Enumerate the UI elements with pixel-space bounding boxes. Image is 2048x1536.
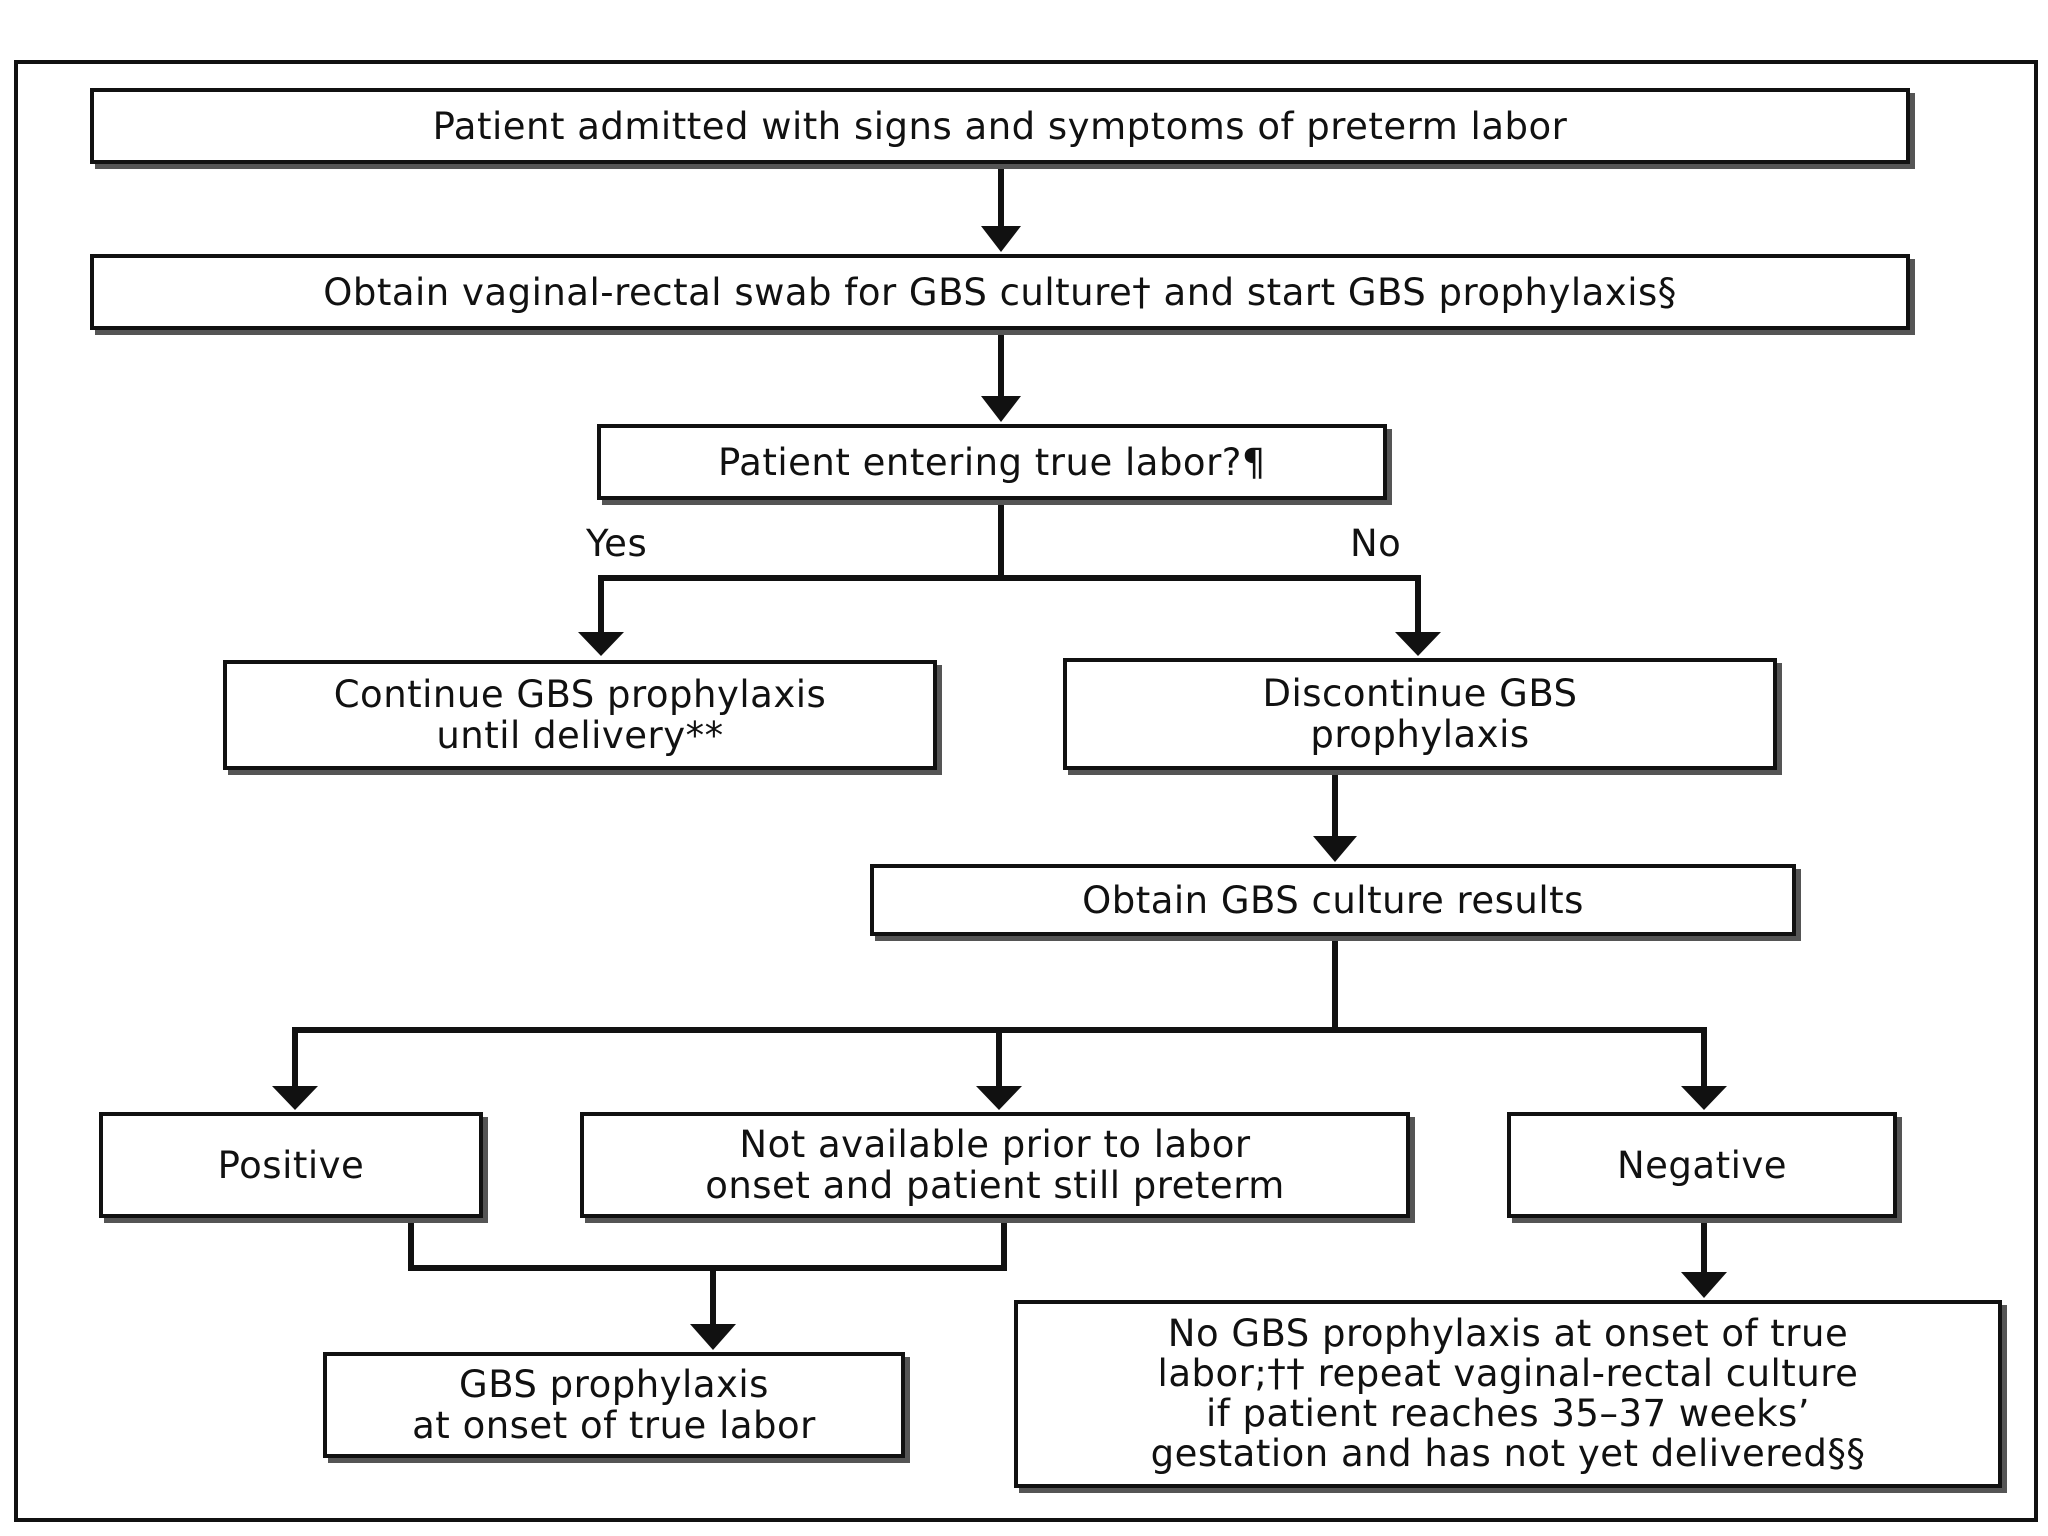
node-not-available-line1: Not available prior to labor xyxy=(739,1123,1251,1166)
node-continue-line2: until delivery** xyxy=(436,714,724,757)
node-no-prophylaxis: No GBS prophylaxis at onset of true labo… xyxy=(1014,1300,2002,1488)
arrowhead xyxy=(976,1086,1022,1110)
edge-label-yes: Yes xyxy=(586,522,648,565)
node-discontinue-line2: prophylaxis xyxy=(1310,713,1530,756)
node-culture-results-text: Obtain GBS culture results xyxy=(1082,878,1584,922)
node-admitted-text: Patient admitted with signs and symptoms… xyxy=(432,104,1568,148)
arrowhead xyxy=(578,632,624,656)
node-not-available: Not available prior to labor onset and p… xyxy=(580,1112,1410,1218)
node-prophylaxis-onset: GBS prophylaxis at onset of true labor xyxy=(323,1352,905,1458)
edge-label-no: No xyxy=(1350,522,1402,565)
node-prophylaxis-onset-line2: at onset of true labor xyxy=(412,1404,816,1447)
arrowhead xyxy=(1313,836,1357,862)
node-no-prophylaxis-line4: gestation and has not yet delivered§§ xyxy=(1150,1432,1866,1475)
arrowhead xyxy=(1681,1272,1727,1298)
arrowhead xyxy=(1395,632,1441,656)
node-no-prophylaxis-line2: labor;†† repeat vaginal-rectal culture xyxy=(1157,1352,1859,1395)
node-positive-text: Positive xyxy=(217,1143,365,1187)
node-swab: Obtain vaginal-rectal swab for GBS cultu… xyxy=(90,254,1910,330)
node-no-prophylaxis-line1: No GBS prophylaxis at onset of true xyxy=(1167,1312,1849,1355)
arrowhead xyxy=(690,1324,736,1350)
node-continue-line1: Continue GBS prophylaxis xyxy=(333,673,827,716)
arrowhead xyxy=(1681,1086,1727,1110)
node-culture-results: Obtain GBS culture results xyxy=(870,864,1796,936)
node-swab-text: Obtain vaginal-rectal swab for GBS cultu… xyxy=(323,270,1677,314)
arrowhead xyxy=(981,396,1021,422)
node-prophylaxis-onset-line1: GBS prophylaxis xyxy=(459,1363,769,1406)
node-positive: Positive xyxy=(99,1112,483,1218)
node-no-prophylaxis-line3: if patient reaches 35–37 weeks’ xyxy=(1205,1392,1811,1435)
node-not-available-line2: onset and patient still preterm xyxy=(705,1164,1285,1207)
node-negative: Negative xyxy=(1507,1112,1897,1218)
node-admitted: Patient admitted with signs and symptoms… xyxy=(90,88,1910,164)
arrowhead xyxy=(272,1086,318,1110)
diagram-frame xyxy=(14,60,2038,1522)
node-negative-text: Negative xyxy=(1616,1143,1788,1187)
node-true-labor: Patient entering true labor?¶ xyxy=(597,424,1387,500)
arrowhead xyxy=(981,226,1021,252)
node-true-labor-text: Patient entering true labor?¶ xyxy=(718,440,1266,484)
node-discontinue-line1: Discontinue GBS xyxy=(1262,672,1578,715)
node-continue-prophylaxis: Continue GBS prophylaxis until delivery*… xyxy=(223,660,937,770)
node-discontinue-prophylaxis: Discontinue GBS prophylaxis xyxy=(1063,658,1777,770)
